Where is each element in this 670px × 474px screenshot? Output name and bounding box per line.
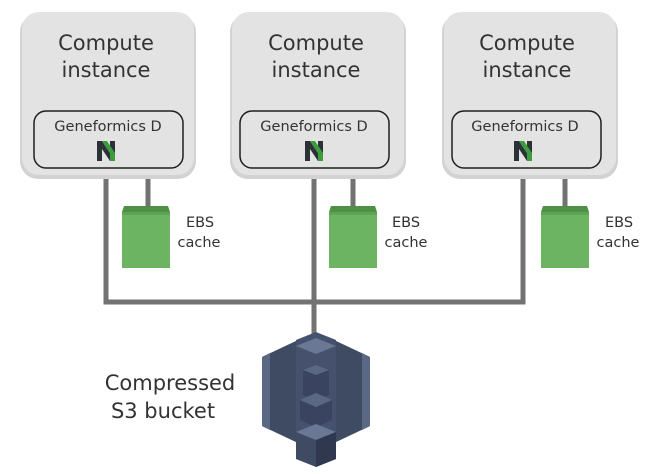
s3-bucket-icon <box>262 332 370 467</box>
app-label: Geneformics D <box>54 119 161 135</box>
s3-storage: Compressed S3 bucket <box>105 332 370 467</box>
ebs-label-line1: EBS <box>605 215 633 231</box>
ebs-volume-icon <box>329 206 377 268</box>
instance-title-line2: instance <box>62 58 151 82</box>
s3-label-line1: Compressed <box>105 371 236 395</box>
ebs-label-line1: EBS <box>186 215 214 231</box>
instance-title-line2: instance <box>272 58 361 82</box>
instance-title-line1: Compute <box>58 31 154 55</box>
compute-instance-2: Compute instance Geneformics D <box>230 12 406 179</box>
ebs-volume-icon <box>122 206 170 268</box>
instance-title-line1: Compute <box>268 31 364 55</box>
compute-instance-3: Compute instance Geneformics D <box>442 12 618 179</box>
s3-label-line2: S3 bucket <box>111 399 215 423</box>
app-box <box>451 110 602 169</box>
app-box <box>239 110 390 169</box>
instance-title-line1: Compute <box>479 31 575 55</box>
app-label: Geneformics D <box>260 119 367 135</box>
ebs-label-line2: cache <box>178 235 221 251</box>
geneformics-logo-icon <box>305 141 323 161</box>
ebs-cache-1: EBS cache <box>122 206 221 268</box>
ebs-label-line1: EBS <box>392 215 420 231</box>
app-label: Geneformics D <box>471 119 578 135</box>
geneformics-logo-icon <box>97 141 115 161</box>
compute-instance-1: Compute instance Geneformics D <box>20 12 196 179</box>
ebs-volume-icon <box>541 206 589 268</box>
ebs-cache-3: EBS cache <box>541 206 640 268</box>
ebs-cache-2: EBS cache <box>329 206 428 268</box>
geneformics-logo-icon <box>514 141 532 161</box>
ebs-label-line2: cache <box>385 235 428 251</box>
instance-title-line2: instance <box>483 58 572 82</box>
app-box <box>33 110 184 169</box>
ebs-label-line2: cache <box>597 235 640 251</box>
